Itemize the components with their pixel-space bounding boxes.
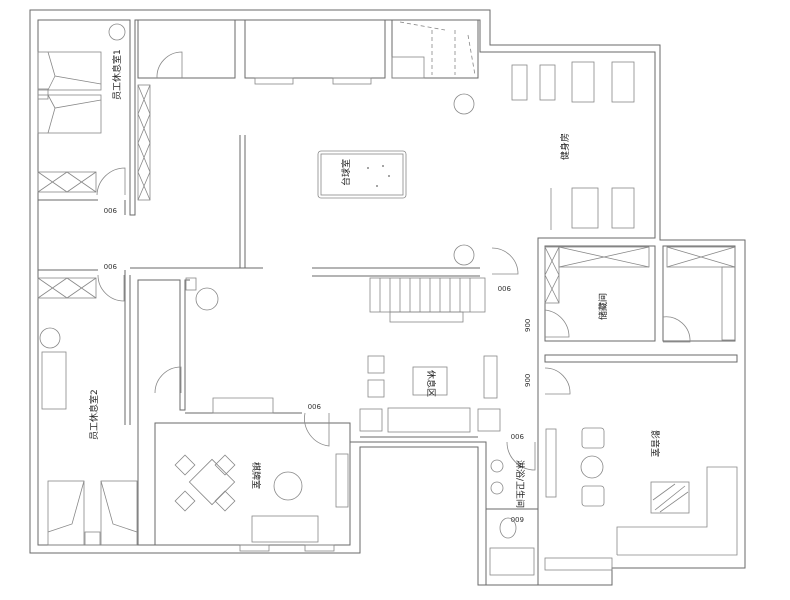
dimension-label: 900 (524, 374, 532, 387)
stool (367, 379, 385, 398)
exercise-machine-icon (511, 64, 528, 101)
chair (174, 490, 196, 512)
wardrobe (137, 84, 151, 201)
plant-icon (195, 287, 219, 311)
bench (212, 397, 274, 414)
bed (47, 480, 85, 546)
chair (214, 490, 236, 512)
coffee-table (650, 481, 690, 514)
plant-icon (39, 327, 61, 349)
small-room (137, 19, 236, 79)
sink-icon (490, 481, 504, 495)
weight-rack-icon (611, 187, 635, 229)
room-label-billiards: 台球室 (340, 159, 352, 186)
bed (100, 480, 138, 546)
dimension-label: 900 (104, 206, 117, 214)
door-swing[interactable] (544, 367, 571, 395)
stool (367, 355, 385, 374)
weight-machine-icon (571, 187, 599, 229)
door-swing[interactable] (506, 441, 536, 471)
nightstand (84, 531, 101, 546)
room-label-storage: 储藏间 (597, 293, 609, 320)
plant-icon (108, 23, 126, 41)
sofa (387, 407, 471, 433)
armchair (581, 485, 605, 507)
bench (483, 355, 498, 399)
window (304, 544, 335, 552)
chair (174, 454, 196, 476)
bed (37, 51, 102, 91)
staff-rest-room-1: 900 员工休息室1 (37, 23, 126, 215)
small-room (391, 19, 479, 79)
door-swing[interactable] (156, 51, 183, 79)
dimension-label: 900 (104, 262, 117, 270)
small-room (244, 19, 386, 79)
billiards-room: 台球室 (130, 93, 480, 277)
staff-rest-room-2: 900 员工休息室2 (37, 262, 138, 546)
round-table (273, 471, 303, 501)
sink-icon (490, 459, 504, 473)
window (254, 77, 294, 85)
door-swing[interactable] (491, 247, 519, 275)
cabinet (544, 557, 613, 571)
table (412, 366, 448, 396)
exercise-machine-icon (539, 64, 556, 101)
stairs (369, 277, 486, 323)
sectional-sofa (616, 466, 738, 556)
sofa (41, 351, 67, 410)
door-swing[interactable] (97, 274, 125, 302)
lamp-icon (477, 408, 501, 432)
room-label-gym: 健身房 (559, 133, 571, 160)
storage-room: 储藏间 900 (524, 245, 736, 343)
window (332, 77, 372, 85)
chess-room: 900 棋牌室 (154, 397, 351, 552)
armchair (581, 427, 605, 449)
tv-cabinet (545, 428, 557, 498)
sofa (251, 515, 319, 543)
gym-room: 健身房 900 (491, 61, 635, 292)
treadmill-icon (611, 61, 635, 103)
shower-area (489, 547, 535, 576)
cabinet (335, 453, 349, 508)
plant-icon (453, 93, 475, 115)
room-label-staff-rest-2: 员工休息室2 (88, 389, 100, 440)
plant-icon (453, 244, 475, 266)
shower-wc-room: 900 淋浴/卫生间 600 (486, 432, 538, 576)
door-swing[interactable] (304, 412, 330, 447)
room-label-lounge: 休息区 (425, 370, 437, 397)
card-table (188, 458, 236, 506)
wardrobe (37, 277, 97, 299)
treadmill-icon (571, 61, 595, 103)
billiard-table (317, 150, 407, 199)
nightstand (37, 88, 49, 100)
door-swing[interactable] (662, 316, 691, 343)
wardrobe (37, 171, 97, 193)
room-label-av-room: 影音室 (649, 430, 661, 457)
room-label-chess-room: 棋牌室 (250, 462, 262, 489)
chair (214, 454, 236, 476)
av-room: 900 影音室 (524, 354, 738, 571)
door-swing[interactable] (96, 167, 126, 196)
room-label-staff-rest-1: 员工休息室1 (111, 49, 123, 100)
lamp-icon (359, 408, 383, 432)
window (239, 544, 270, 552)
dimension-label: 600 (511, 515, 524, 523)
side-table (580, 455, 604, 479)
lounge-area: 休息区 (359, 355, 501, 438)
room-label-shower-wc: 淋浴/卫生间 (514, 460, 526, 508)
dimension-label: 900 (308, 402, 321, 410)
dimension-label: 900 (498, 284, 511, 292)
bed (37, 94, 102, 134)
dimension-label: 900 (524, 319, 532, 332)
inner-wall (37, 19, 656, 586)
door-swing[interactable] (154, 366, 182, 394)
dimension-label: 900 (511, 432, 524, 440)
toilet-icon (499, 517, 517, 539)
door-swing[interactable] (544, 309, 570, 338)
